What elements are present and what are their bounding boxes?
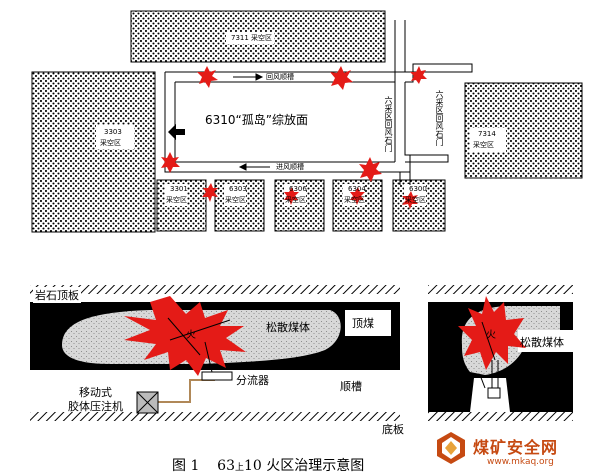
goaf-6304-label: 6304: [348, 185, 366, 193]
fire-point: [284, 187, 299, 205]
figure-caption: 图 1 63上10 火区治理示意图: [172, 455, 364, 475]
goaf-6306-sub: 采空区: [285, 196, 306, 204]
right-roof-band: [428, 285, 573, 294]
goaf-7314-sub: 采空区: [473, 141, 494, 149]
caption-fig: 图 1: [172, 458, 200, 474]
diverter-box: [201, 371, 233, 381]
goaf-7311-label: 7311 采空区: [231, 34, 273, 42]
fire-burst-left: [124, 296, 246, 376]
goaf-3301-sub: 采空区: [166, 196, 187, 204]
floor-band: [30, 412, 400, 421]
caption-sub: 上: [235, 463, 245, 473]
right-loose-label-box: [518, 330, 573, 352]
watermark-url: www.mkaq.org: [487, 457, 554, 467]
top-coal-box: [345, 310, 391, 336]
fire-point: [350, 187, 365, 205]
goaf-6300-label: 6300: [409, 185, 427, 193]
roof-rock-band: [30, 285, 400, 294]
fire-point: [197, 66, 218, 88]
goaf-3303: [31, 71, 156, 233]
fire-point: [161, 152, 180, 173]
machine-label-2: 胶体压注机: [68, 400, 123, 413]
fire-points-top: [161, 66, 427, 209]
goaf-7314-label: 7314: [478, 130, 496, 138]
goaf-3303-label: 3303: [104, 128, 122, 136]
trough-label: 顺槽: [340, 380, 362, 393]
fire-point: [330, 66, 353, 90]
roof-rock-label: 岩石顶板: [33, 287, 81, 303]
caption-rest: 10 火区治理示意图: [244, 458, 365, 474]
watermark-logo: [437, 432, 465, 464]
right-vertical-label: 六采区回风石门: [435, 90, 444, 146]
loose-coal-right-label: 松散煤体: [520, 336, 564, 349]
intake-trough-label: 进风顺槽: [276, 163, 304, 171]
fire-mark-right: 火: [486, 330, 496, 341]
face-label: 6310“孤岛”综放面: [205, 113, 308, 127]
floor-label: 底板: [382, 423, 404, 436]
goaf-6303-label: 6303: [229, 185, 247, 193]
watermark-brand: 煤矿安全网: [473, 438, 559, 457]
goaf-6306-label: 6306: [289, 185, 307, 193]
machine-label-1: 移动式: [79, 386, 112, 399]
goaf-6300-sub: 采空区: [405, 196, 426, 204]
return-arrow: [233, 73, 264, 81]
left-vertical-label: 六采区回风石门: [384, 96, 393, 152]
fire-mark-left: 火: [186, 330, 196, 341]
fire-point: [359, 157, 382, 182]
diverter-label: 分流器: [236, 374, 269, 387]
intake-arrow: [238, 163, 270, 171]
goaf-6304-sub: 采空区: [344, 196, 365, 204]
caption-num: 63: [217, 458, 235, 474]
fire-point: [202, 183, 218, 202]
fire-burst-right: [458, 296, 526, 370]
loose-coal-label: 松散煤体: [266, 321, 310, 334]
goaf-3301-label: 3301: [170, 185, 188, 193]
goaf-6303-sub: 采空区: [225, 196, 246, 204]
fire-point: [410, 66, 427, 84]
fire-point: [402, 191, 418, 209]
goaf-3303-sub: 采空区: [100, 139, 121, 147]
top-coal-label: 顶煤: [352, 317, 374, 330]
right-floor-band: [428, 412, 573, 421]
return-trough-label: 回风顺槽: [266, 73, 294, 81]
left-arrow: [168, 124, 185, 140]
